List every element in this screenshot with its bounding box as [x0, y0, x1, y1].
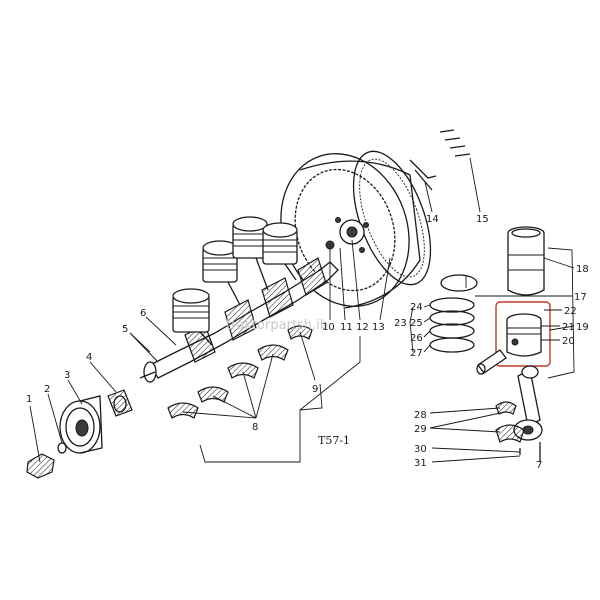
part-label-2: 2 — [44, 384, 50, 395]
part-labels: 1 2 3 4 5 6 7 8 9 10 11 12 13 14 15 17 1… — [26, 214, 589, 471]
part-label-17: 17 — [574, 292, 587, 303]
washer — [57, 442, 67, 454]
part-label-23: 23 — [394, 318, 407, 329]
piston — [232, 216, 268, 259]
part-label-7: 7 — [536, 460, 542, 471]
part-label-22: 22 — [564, 306, 577, 317]
crankshaft — [139, 257, 339, 383]
gudgeon-pin — [476, 349, 507, 375]
piston — [262, 222, 298, 265]
piston — [172, 288, 210, 333]
part-label-9: 9 — [312, 384, 318, 395]
part-label-6: 6 — [140, 308, 146, 319]
part-label-15: 15 — [476, 214, 489, 225]
part-label-11: 11 — [340, 322, 353, 333]
connecting-rod — [495, 365, 543, 462]
part-label-27: 27 — [410, 348, 423, 359]
part-label-14: 14 — [426, 214, 439, 225]
part-label-28: 28 — [414, 410, 427, 421]
crank-pulley — [59, 395, 103, 454]
part-label-18: 18 — [576, 264, 589, 275]
part-label-10: 10 — [322, 322, 335, 333]
liner-seal — [440, 274, 478, 292]
piston-assembly-highlight — [495, 301, 551, 367]
part-label-8: 8 — [252, 422, 258, 433]
part-label-4: 4 — [86, 352, 92, 363]
part-label-13: 13 — [372, 322, 385, 333]
part-label-19: 19 — [576, 322, 589, 333]
reference-brackets — [199, 247, 575, 463]
part-label-31: 31 — [414, 458, 427, 469]
part-label-24: 24 — [410, 302, 423, 313]
part-label-20: 20 — [562, 336, 575, 347]
highlight-frame — [495, 301, 551, 367]
leader-lines — [29, 157, 575, 463]
locking-plate — [409, 159, 437, 191]
part-label-29: 29 — [414, 424, 427, 435]
part-label-21: 21 — [562, 322, 575, 333]
crank-nut — [26, 453, 55, 479]
main-bearings — [167, 325, 313, 419]
piston — [202, 240, 238, 283]
piston-group — [172, 216, 298, 346]
part-label-3: 3 — [64, 370, 70, 381]
part-label-25: 25 — [410, 318, 423, 329]
flywheel-bolts — [439, 129, 471, 157]
figure-code: T57-1 — [318, 434, 350, 447]
cylinder-liner — [507, 226, 545, 296]
timing-gear — [107, 389, 133, 417]
part-label-1: 1 — [26, 394, 32, 405]
part-label-5: 5 — [122, 324, 128, 335]
part-label-12: 12 — [356, 322, 369, 333]
part-label-26: 26 — [410, 333, 423, 344]
watermark: traktorpartsh.ib — [226, 318, 328, 333]
part-label-30: 30 — [414, 444, 427, 455]
piston-rings — [429, 297, 475, 353]
